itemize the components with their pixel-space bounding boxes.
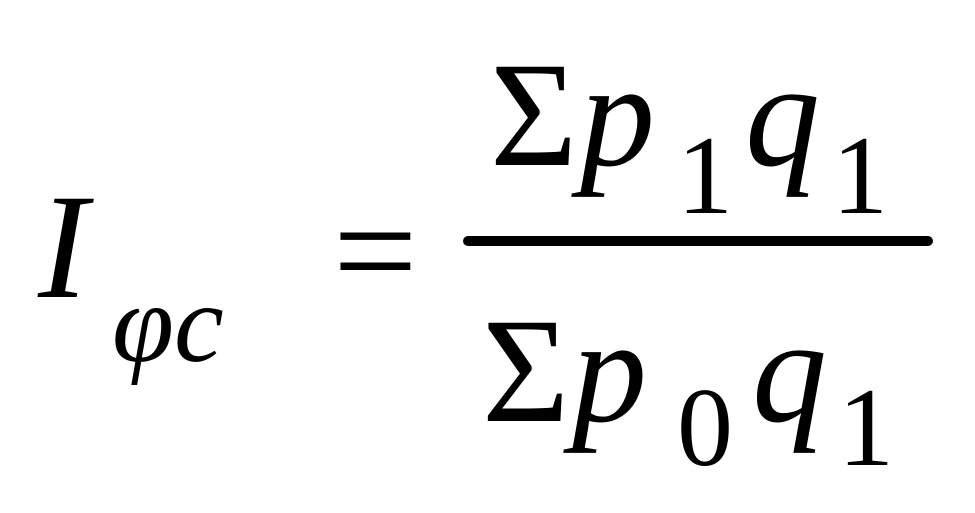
- index-symbol: I: [38, 164, 88, 330]
- numerator-p-subscript: 1: [677, 114, 733, 238]
- numerator-p: p: [580, 32, 655, 198]
- denominator-q-subscript: 1: [838, 366, 894, 490]
- denominator-p: p: [572, 288, 647, 454]
- denominator-p-subscript: 0: [677, 366, 733, 490]
- denominator-sum-sign: Σ: [482, 288, 570, 454]
- denominator-q: q: [752, 288, 827, 454]
- index-subscript: φc: [112, 262, 224, 386]
- numerator-q: q: [745, 32, 820, 198]
- fraction-bar: [463, 236, 933, 246]
- numerator-q-subscript: 1: [832, 114, 888, 238]
- numerator-sum-sign: Σ: [490, 32, 578, 198]
- equals-sign: =: [333, 168, 418, 334]
